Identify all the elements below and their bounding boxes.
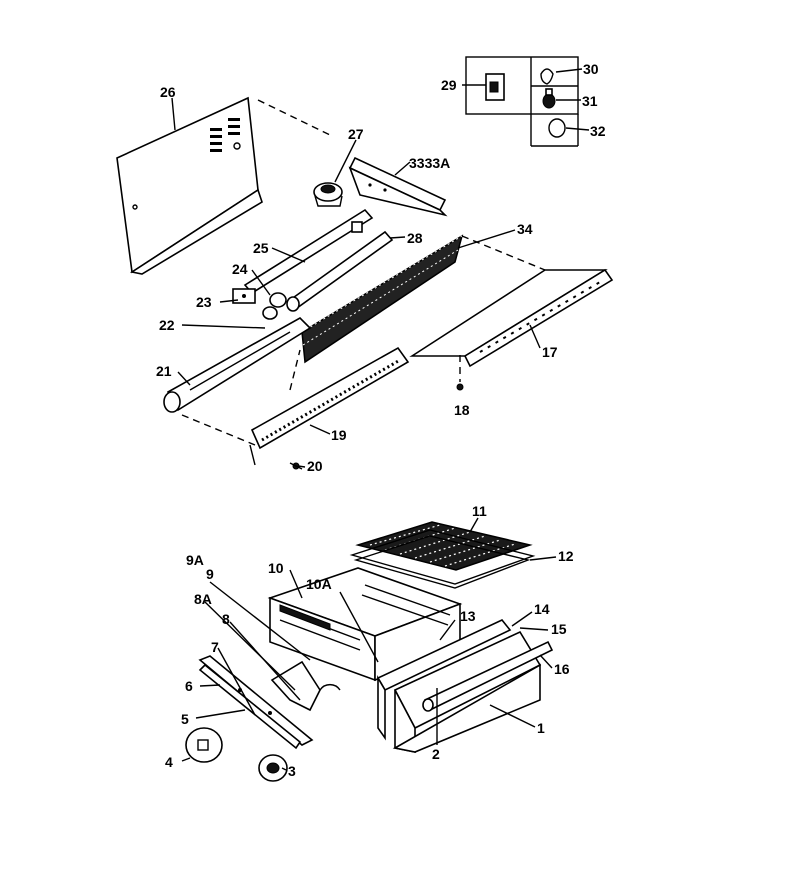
label-24: 24 [232, 261, 248, 277]
label-28: 28 [407, 230, 423, 246]
label-34: 34 [517, 221, 533, 237]
label-32: 32 [590, 123, 606, 139]
part-12-frame [349, 529, 536, 589]
label-9: 9 [206, 566, 214, 582]
label-26: 26 [160, 84, 176, 100]
label-23: 23 [196, 294, 212, 310]
label-8a: 8A [194, 591, 212, 607]
part-33-bracket [348, 156, 448, 217]
label-20: 20 [307, 458, 323, 474]
part-28-tube [286, 230, 394, 312]
part-32-ring [548, 118, 566, 138]
label-10a: 10A [306, 576, 332, 592]
part-31-bulb [542, 88, 556, 109]
label-19: 19 [331, 427, 347, 443]
label-7: 7 [211, 639, 219, 655]
label-31: 31 [582, 93, 598, 109]
label-16: 16 [554, 661, 570, 677]
label-5: 5 [181, 711, 189, 727]
label-4: 4 [165, 754, 173, 770]
part-27-socket [313, 182, 343, 207]
label-13: 13 [460, 608, 476, 624]
part-8-bracket [270, 660, 341, 712]
part-labels: 26 27 3333A 29 30 31 32 34 28 25 24 23 2… [156, 61, 606, 779]
label-9a: 9A [186, 552, 204, 568]
part-3-roller [258, 754, 288, 782]
label-14: 14 [534, 601, 550, 617]
label-21: 21 [156, 363, 172, 379]
label-11: 11 [472, 503, 487, 519]
part-21-tube [163, 317, 312, 413]
part-30-socket [540, 68, 554, 85]
label-27: 27 [348, 126, 364, 142]
label-10: 10 [268, 560, 284, 576]
label-18: 18 [454, 402, 470, 418]
inset-box-29-32 [465, 56, 579, 147]
part-18-screw [456, 355, 464, 391]
part-14-front [376, 619, 512, 741]
leader-lines [171, 68, 590, 771]
label-8: 8 [222, 611, 230, 627]
label-3: 3 [288, 763, 296, 779]
part-34-grille [301, 234, 464, 364]
part-26-back-panel [116, 96, 263, 275]
part-17-panel [409, 268, 614, 368]
part-10-drawer-body [267, 567, 463, 682]
part-16-handle [422, 640, 554, 712]
label-25: 25 [253, 240, 269, 256]
part-29-clip [485, 73, 505, 101]
label-30: 30 [583, 61, 599, 77]
label-1: 1 [537, 720, 545, 736]
part-23-24-bracket [232, 288, 287, 320]
label-6: 6 [185, 678, 193, 694]
label-12: 12 [558, 548, 574, 564]
label-29: 29 [441, 77, 457, 93]
part-11-rack [355, 521, 533, 571]
label-17: 17 [542, 344, 558, 360]
label-15: 15 [551, 621, 567, 637]
label-2: 2 [432, 746, 440, 762]
part-19-rail [249, 346, 410, 466]
part-4-cam [185, 727, 223, 763]
label-33: 3333A [409, 155, 450, 171]
label-22: 22 [159, 317, 175, 333]
